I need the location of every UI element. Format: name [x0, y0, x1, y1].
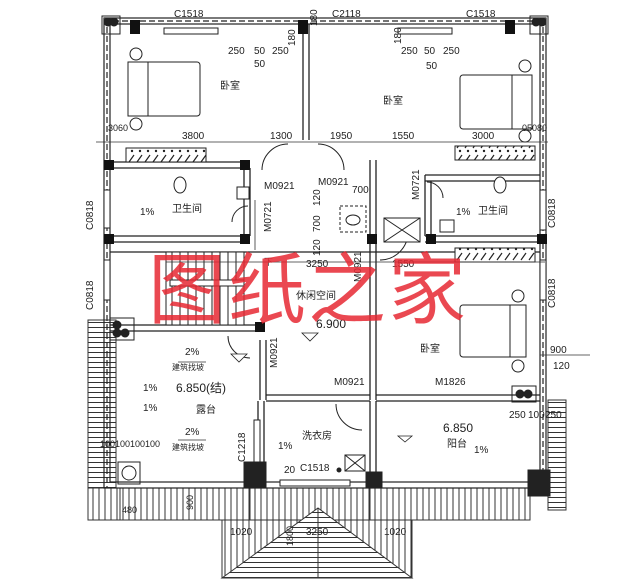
corner-ornaments	[101, 15, 551, 497]
room-bath-w: 卫生间	[172, 204, 202, 215]
terrace-note-2: 建筑找坡	[172, 443, 204, 452]
fixtures	[173, 176, 507, 473]
window-label-top-mid: C2118	[332, 9, 361, 20]
room-bath-e: 卫生间	[478, 206, 508, 217]
terrace-slope-2: 2%	[185, 427, 200, 438]
slope-bath-w: 1%	[140, 207, 155, 218]
door-label-bath-e-side: M0721	[411, 169, 422, 200]
lounge-elevation: 6.900	[316, 317, 347, 331]
room-bedroom-se: 卧室	[420, 344, 440, 355]
door-label-bedroom-se: M1826	[435, 377, 466, 388]
terrace-note-1: 建筑找坡	[172, 363, 204, 372]
dim-250-right: 250	[545, 410, 562, 421]
dim-180a: 180	[287, 29, 298, 46]
dim-120a: 120	[312, 189, 323, 206]
dim-100100a: 100100	[100, 439, 131, 449]
dim-1020b: 1020	[384, 527, 407, 538]
dim-700v: 700	[312, 215, 323, 232]
window-label-top-left: C1518	[174, 9, 204, 20]
window-label-right-upper: C0818	[547, 198, 558, 228]
dim-250c: 250	[401, 46, 418, 57]
dim-250a: 250	[228, 46, 245, 57]
room-laundry: 洗衣房	[302, 431, 332, 442]
door-label-bath-w-top: M0921	[264, 181, 295, 192]
dim-1300: 1300	[270, 131, 293, 142]
columns	[104, 20, 547, 332]
dim-180c: 180	[393, 27, 404, 44]
door-label-lounge-right: M0921	[334, 377, 365, 388]
dim-250-left: 250	[509, 410, 526, 421]
dim-900: 900	[550, 345, 567, 356]
dim-1550b: 1550	[392, 259, 415, 270]
dim-20: 20	[284, 465, 296, 476]
door-label-lounge-left: M0921	[269, 337, 280, 368]
window-label-top-right: C1518	[466, 9, 496, 20]
stair-down-label: 下	[264, 257, 274, 267]
dim-50b2: 50	[426, 61, 438, 72]
windows	[103, 27, 547, 487]
terrace-slope-1: 2%	[185, 347, 200, 358]
slope-bath-e: 1%	[456, 207, 471, 218]
dim-3250: 3250	[306, 259, 329, 270]
dim-900v: 900	[185, 494, 195, 510]
dim-480: 480	[122, 505, 138, 515]
dim-250b: 250	[272, 46, 289, 57]
dim-060-left: 3060	[108, 123, 129, 133]
dim-250d: 250	[443, 46, 460, 57]
room-terrace: 露台	[196, 405, 216, 416]
dim-50a: 50	[254, 46, 266, 57]
dim-1950: 1950	[330, 131, 353, 142]
window-label-laundry-left: C1218	[237, 432, 248, 462]
dim-120-right: 120	[553, 361, 570, 372]
terrace-pct-a: 1%	[143, 383, 158, 394]
watermark-text: 图纸之家	[148, 246, 469, 336]
laundry-slope: 1%	[278, 441, 293, 452]
dim-3250b: 3250	[306, 527, 329, 538]
dim-1800: 1800	[285, 525, 295, 546]
dim-50a2: 50	[254, 59, 266, 70]
room-bedroom-ne: 卧室	[383, 96, 403, 107]
door-swings	[227, 143, 444, 431]
dimension-lines	[96, 141, 590, 443]
room-lounge: 休闲空间	[296, 291, 336, 302]
staircase	[165, 251, 245, 326]
window-label-right-lower: C0818	[547, 278, 558, 308]
balcony-slope: 1%	[474, 445, 489, 456]
terrace-elevation: 6.850(结)	[176, 381, 227, 395]
dim-100: 100	[528, 410, 545, 421]
dim-060-right: 05080	[522, 123, 548, 133]
window-label-left-upper: C0818	[85, 200, 96, 230]
dim-700h: 700	[352, 185, 369, 196]
dim-180b: 180	[309, 9, 320, 26]
dim-3800: 3800	[182, 131, 205, 142]
dim-1550: 1550	[392, 131, 415, 142]
dim-50b: 50	[424, 46, 436, 57]
dim-100100b: 100100	[130, 439, 161, 449]
dim-3000: 3000	[472, 131, 495, 142]
interior-walls	[110, 24, 540, 482]
door-label-bath-w-side: M0721	[263, 201, 274, 232]
terrace-pct-b: 1%	[143, 403, 158, 414]
window-label-left-lower: C0818	[85, 280, 96, 310]
dim-1020a: 1020	[230, 527, 253, 538]
door-label-hall-top: M0921	[318, 177, 349, 188]
closets	[125, 145, 536, 263]
beds	[127, 47, 533, 373]
room-bedroom-nw: 卧室	[220, 81, 240, 92]
roof-hatching	[87, 319, 567, 579]
balcony-elevation: 6.850	[443, 421, 474, 435]
window-label-laundry-bottom: C1518	[300, 463, 330, 474]
room-balcony: 阳台	[447, 439, 467, 450]
